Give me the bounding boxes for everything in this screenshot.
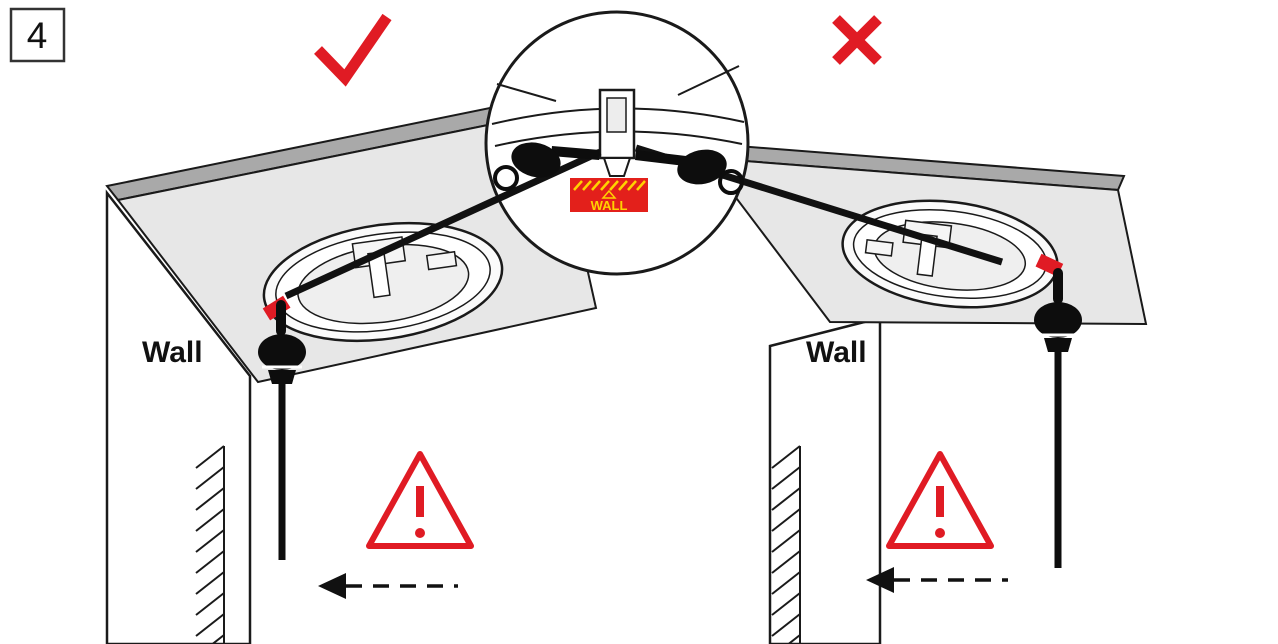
right-wall-face: [768, 316, 882, 644]
left-warning-icon: [366, 451, 474, 549]
right-warning-icon: [886, 451, 994, 549]
left-wall-label: Wall: [142, 336, 203, 369]
left-fixture: [262, 221, 504, 343]
wall-sticker-hatch-icon: [573, 180, 646, 191]
left-pointing-hand-icon: [258, 300, 306, 560]
right-distance-arrow-icon: [866, 567, 1008, 593]
right-scene: Wall: [703, 142, 1148, 644]
cross-icon: [832, 15, 882, 65]
right-wall-label: Wall: [806, 336, 867, 369]
left-distance-arrow-icon: [318, 573, 458, 599]
wall-sticker-arrow-icon: [601, 189, 617, 199]
check-icon: [314, 13, 392, 87]
left-scene: Wall: [105, 95, 598, 644]
magnifier-right-hand-icon: [635, 149, 744, 195]
magnifier: WALL: [484, 10, 750, 276]
wall-sticker-label: WALL: [591, 198, 628, 213]
left-wall-face: [105, 189, 252, 644]
step-number: 4: [27, 15, 48, 56]
step-number-box: [9, 7, 66, 63]
left-wall-hatching-icon: [195, 445, 225, 644]
wall-sticker: WALL: [570, 178, 648, 213]
magnifier-detail: [491, 65, 745, 177]
magnifier-left-hand-icon: [493, 142, 600, 191]
right-wall-hatching-icon: [771, 445, 801, 644]
step-indicator: 4: [9, 7, 66, 63]
right-pointing-hand-icon: [1034, 268, 1082, 568]
